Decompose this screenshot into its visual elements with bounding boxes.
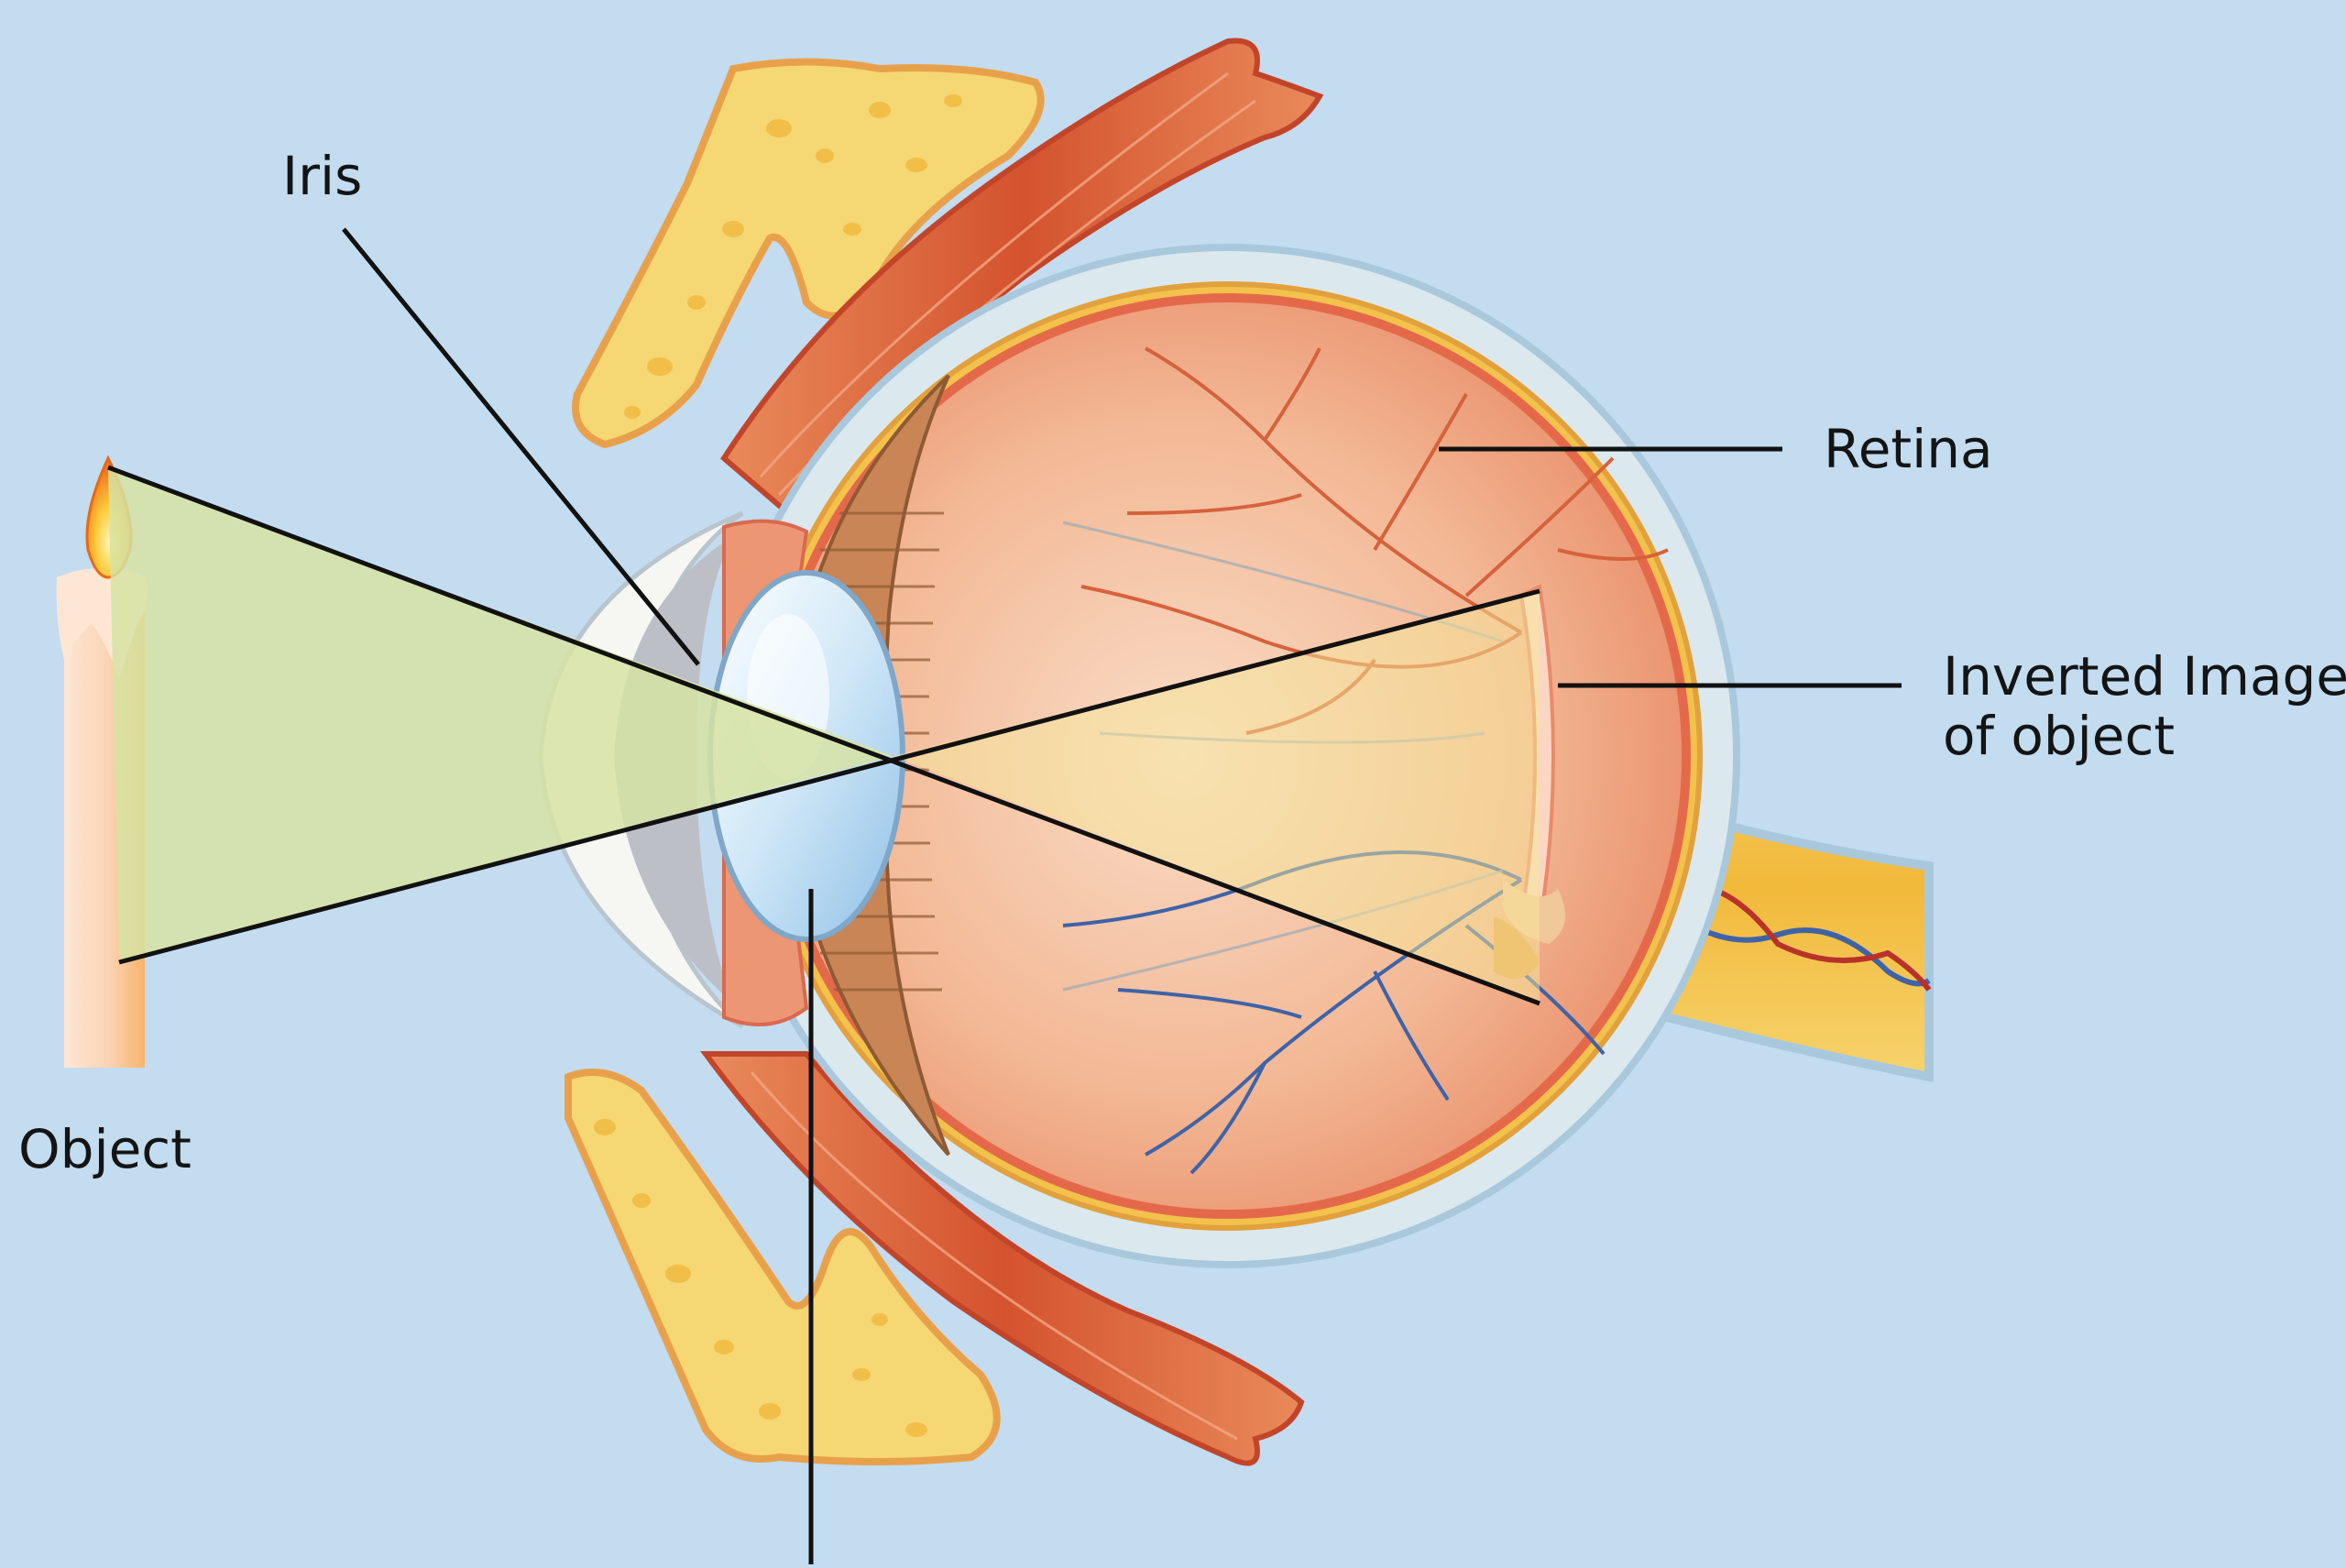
refracted-light-cone: [893, 591, 1540, 1003]
leader-lines: [342, 227, 1902, 1564]
inverted-image-label-line1: Inverted Image: [1943, 645, 2346, 707]
inverted-image-label-line2: of object: [1943, 704, 2176, 767]
lower-bone: [565, 1069, 1001, 1465]
lower-bone-pores: [594, 1119, 927, 1437]
upper-bone-pores: [624, 94, 962, 419]
iris-label: Iris: [282, 145, 363, 207]
retina-label: Retina: [1824, 418, 1993, 480]
lower-muscle: [700, 1051, 1305, 1466]
object-label: Object: [18, 1118, 192, 1180]
iris-leader: [342, 227, 700, 666]
upper-bone: [572, 58, 1045, 449]
inverted-image-label: Inverted Image of object: [1943, 647, 2346, 766]
light-cone: [108, 467, 893, 962]
light-rays: [107, 465, 1540, 1006]
